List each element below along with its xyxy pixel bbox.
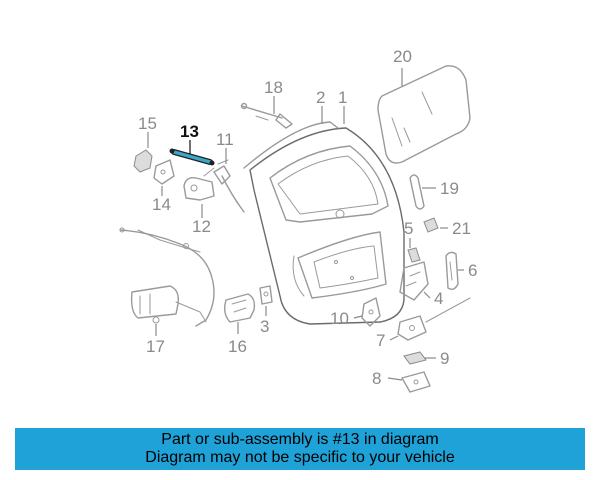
part-7-latch [397,297,471,341]
part-14-bracket [153,159,175,185]
callout-18: 18 [264,78,283,97]
part-21-clip [423,217,439,233]
part-1-2-liftgate [243,121,405,325]
callout-6: 6 [468,261,477,280]
part-17-actuator [130,285,207,324]
part-6-handle [445,251,459,291]
part-20-rear-glass [377,65,471,164]
callout-1: 1 [338,88,347,107]
callout-21: 21 [452,219,471,238]
part-4-lock [399,261,429,301]
part-16-latch [223,293,256,323]
part-18-stud [240,102,293,129]
callout-10: 10 [330,309,349,328]
leader-lines [147,68,464,381]
callout-13: 13 [180,122,199,141]
part-11-hinge [213,159,245,213]
callout-16: 16 [228,337,247,356]
part-10-bracket [361,297,381,327]
callout-3: 3 [260,317,269,336]
callout-7: 7 [376,331,385,350]
parts-diagram: 20 2 1 18 15 13 11 14 12 19 21 5 6 4 10 … [119,47,477,393]
caption-line-2: Diagram may not be specific to your vehi… [145,449,455,466]
callout-17: 17 [146,337,165,356]
callout-8: 8 [372,369,381,388]
callout-20: 20 [393,47,412,66]
caption-banner: Part or sub-assembly is #13 in diagram D… [15,428,585,470]
part-15-bracket [133,149,153,173]
callout-15: 15 [138,114,157,133]
callout-4: 4 [434,289,443,308]
part-19-weatherstrip [409,174,425,210]
callout-2: 2 [316,88,325,107]
callout-14: 14 [152,195,171,214]
part-3-striker [259,285,273,305]
part-8-bracket [401,371,431,393]
callout-9: 9 [440,349,449,368]
part-13-lift-support [169,148,215,166]
part-12-hinge [183,167,215,201]
callout-labels: 20 2 1 18 15 13 11 14 12 19 21 5 6 4 10 … [138,47,477,388]
callout-19: 19 [440,179,459,198]
cable-harness [119,227,215,327]
part-5-switch [407,247,421,263]
callout-12: 12 [192,217,211,236]
callout-11: 11 [216,130,234,149]
callout-5: 5 [404,219,413,238]
part-9-plate [403,351,427,365]
caption-line-1: Part or sub-assembly is #13 in diagram [161,431,439,448]
